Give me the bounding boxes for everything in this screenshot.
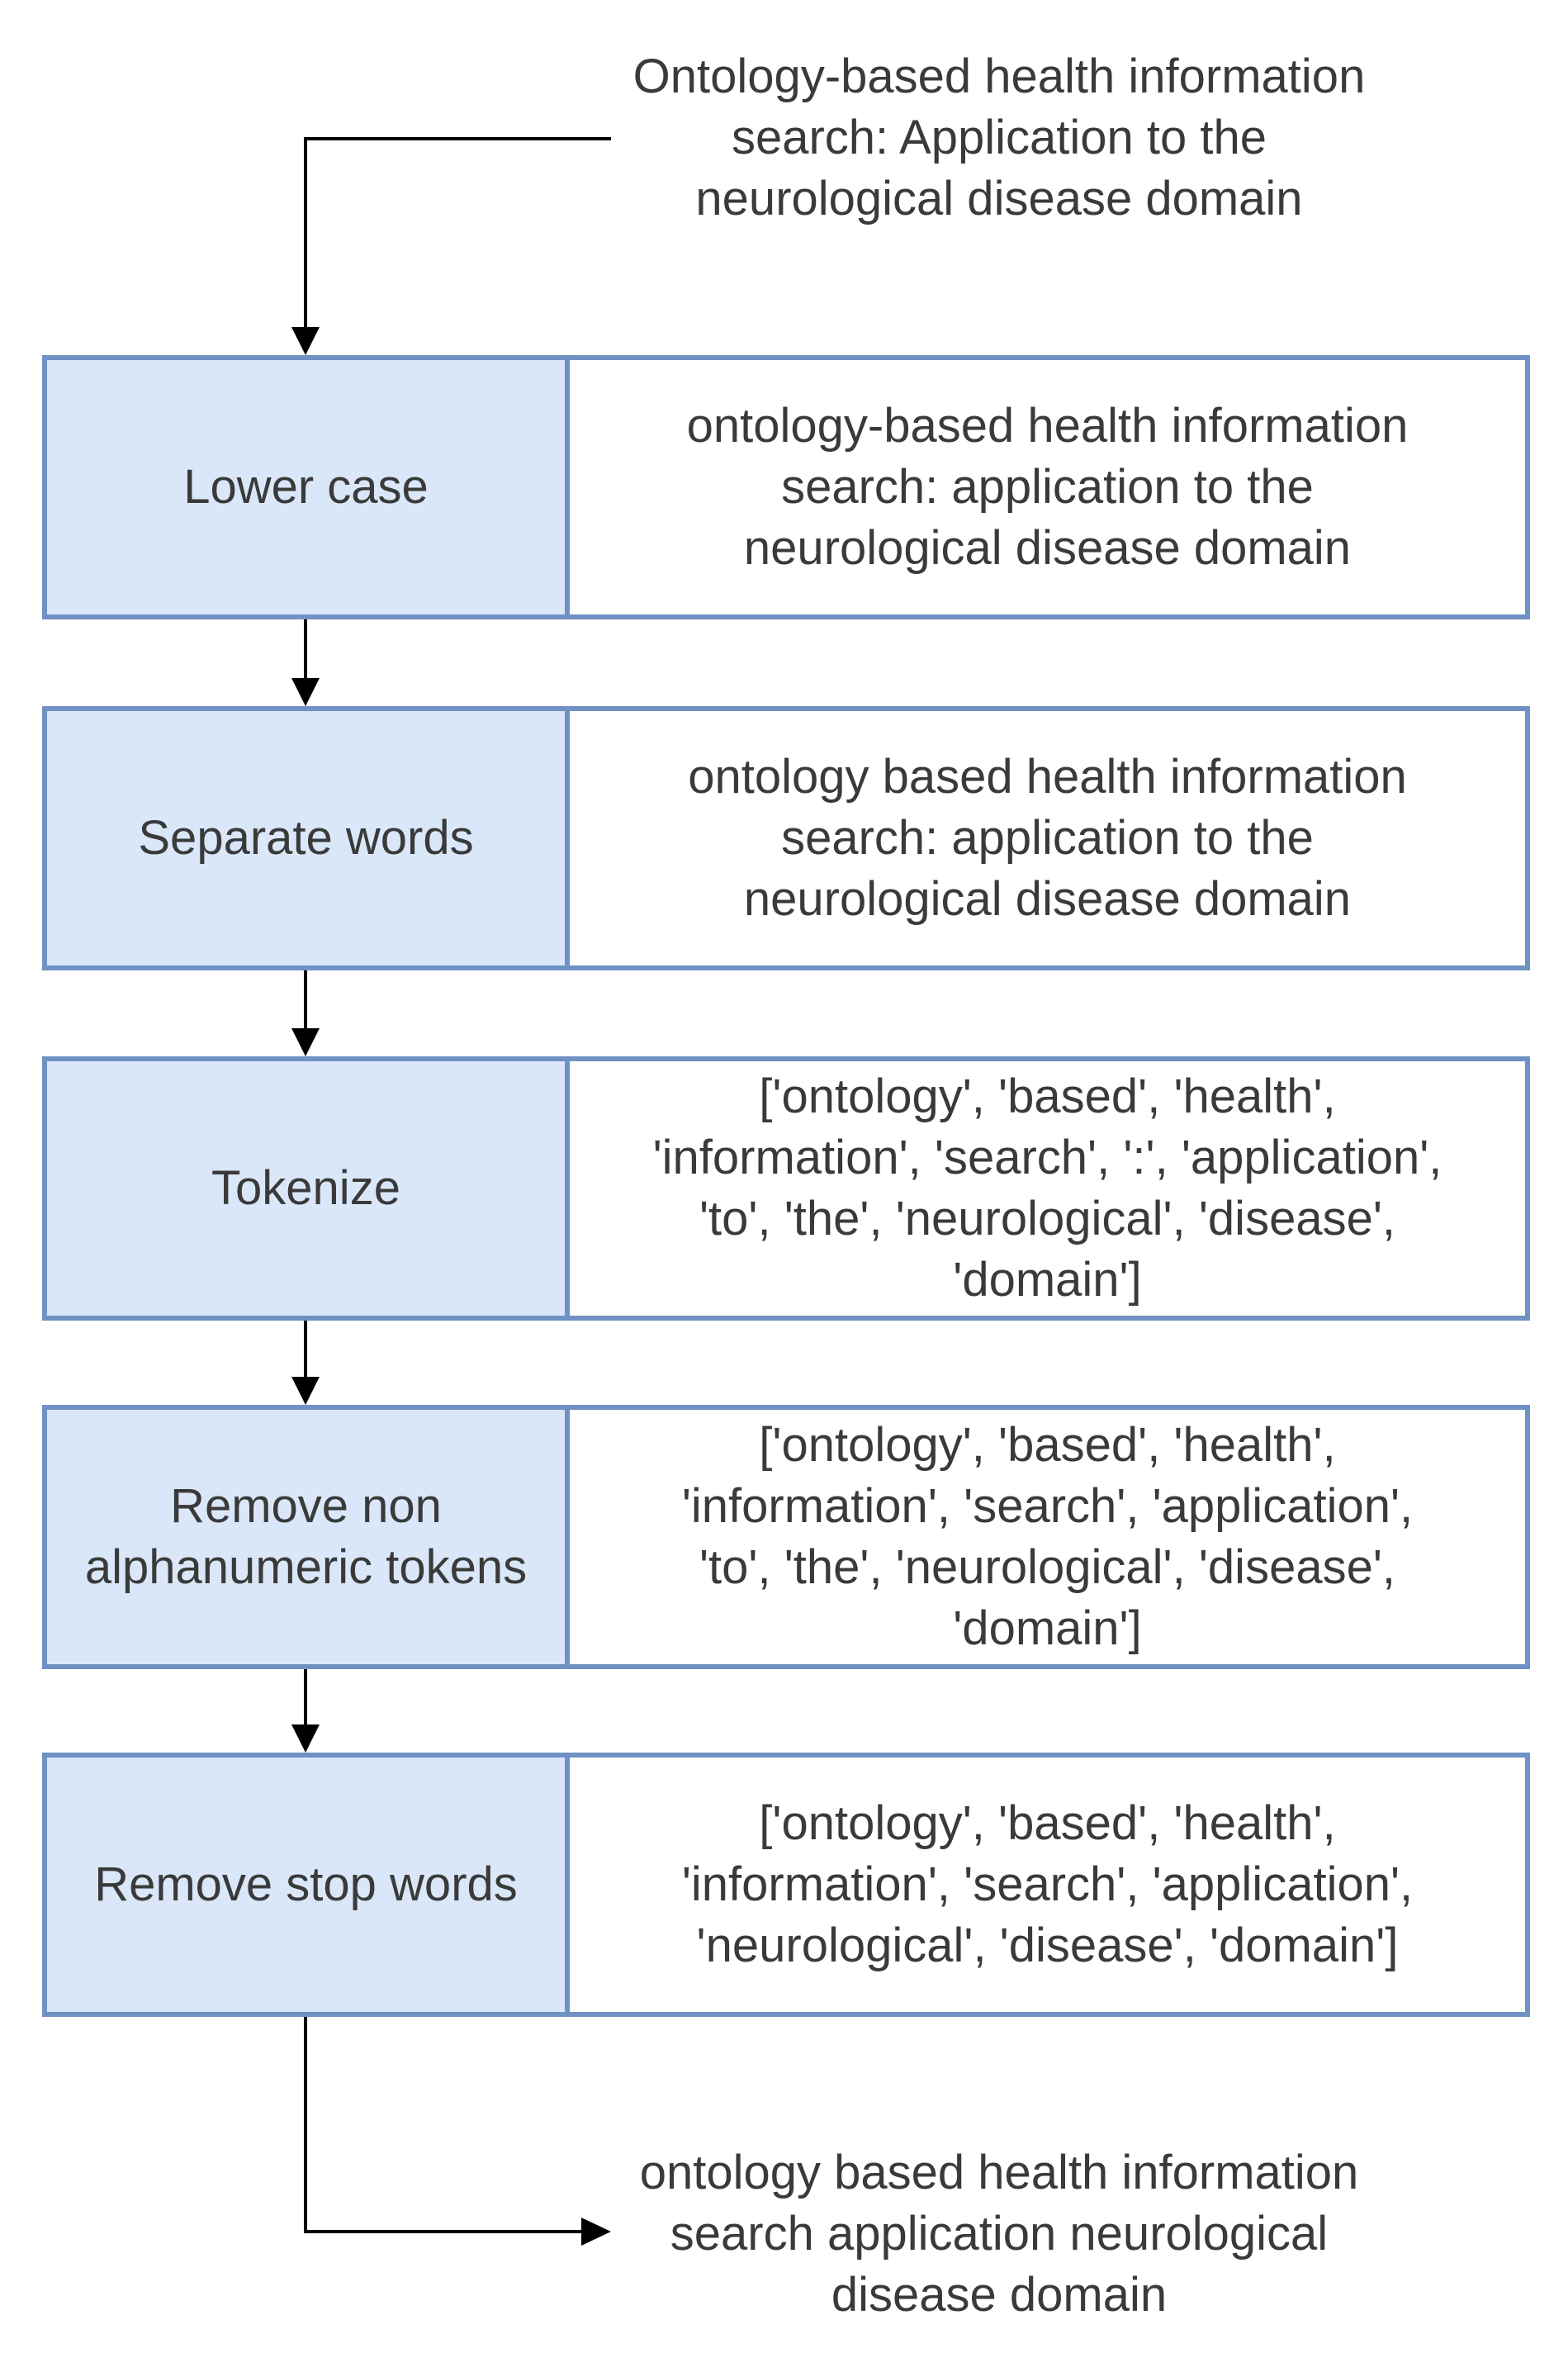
step-output-cell: ['ontology', 'based', 'health', 'informa… <box>570 1410 1525 1664</box>
connector-line <box>304 1321 307 1378</box>
step-label-cell: Remove non alphanumeric tokens <box>47 1410 570 1664</box>
arrowhead-down-icon <box>291 1028 320 1056</box>
step-box-remove-stop-words: Remove stop words ['ontology', 'based', … <box>42 1753 1530 2017</box>
connector-input-horizontal-line <box>304 137 611 140</box>
result-text: ontology based health information search… <box>639 2146 1359 2322</box>
connector-input-vertical-line <box>304 137 307 329</box>
connector-line <box>304 970 307 1030</box>
connector-result-horizontal-line <box>304 2230 583 2233</box>
step-label-cell: Remove stop words <box>47 1758 570 2012</box>
input-query-text: Ontology-based health information search… <box>632 50 1366 225</box>
step-box-separate-words: Separate words ontology based health inf… <box>42 706 1530 970</box>
arrowhead-down-icon <box>291 678 320 706</box>
step-output-cell: ontology based health information search… <box>570 711 1525 965</box>
step-box-lower-case: Lower case ontology-based health informa… <box>42 355 1530 619</box>
step-output-cell: ['ontology', 'based', 'health', 'informa… <box>570 1758 1525 2012</box>
connector-line <box>304 1669 307 1726</box>
arrowhead-down-icon <box>291 1724 320 1753</box>
step-output-cell: ontology-based health information search… <box>570 360 1525 614</box>
arrowhead-right-icon <box>581 2218 611 2246</box>
step-output-cell: ['ontology', 'based', 'health', 'informa… <box>570 1061 1525 1316</box>
arrowhead-down-icon <box>291 1377 320 1405</box>
step-box-remove-non-alphanumeric-tokens: Remove non alphanumeric tokens ['ontolog… <box>42 1405 1530 1669</box>
step-label-cell: Lower case <box>47 360 570 614</box>
step-box-tokenize: Tokenize ['ontology', 'based', 'health',… <box>42 1056 1530 1321</box>
connector-result-vertical-line <box>304 2017 307 2233</box>
arrowhead-down-icon <box>291 327 320 355</box>
connector-line <box>304 619 307 680</box>
step-label-cell: Separate words <box>47 711 570 965</box>
step-label-cell: Tokenize <box>47 1061 570 1316</box>
